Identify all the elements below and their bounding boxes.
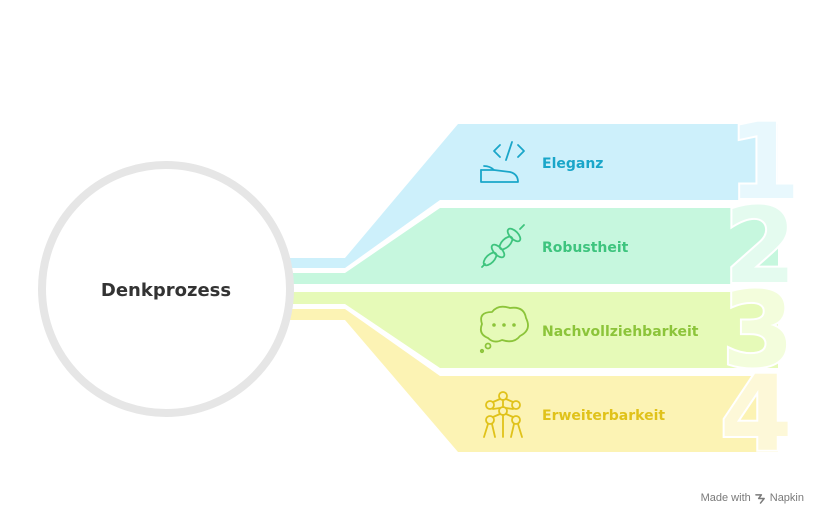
- step-number-4: 4: [720, 353, 792, 475]
- item-label-erweiterbarkeit: Erweiterbarkeit: [542, 408, 665, 424]
- step-number-1: 1: [728, 101, 800, 223]
- thought-bubble-icon: [479, 305, 529, 354]
- center-circle: [38, 161, 294, 417]
- chain-icon: [481, 224, 525, 268]
- funnel-band-eleganz: [285, 124, 778, 268]
- item-label-eleganz: Eleganz: [542, 156, 603, 172]
- step-number-2: 2: [724, 185, 796, 307]
- item-label-nachvollziehbarkeit: Nachvollziehbarkeit: [542, 324, 699, 340]
- item-label-robustheit: Robustheit: [542, 240, 629, 256]
- code-hand-icon: [480, 141, 525, 183]
- credit-prefix: Made with: [700, 492, 751, 504]
- napkin-logo-icon: [754, 493, 765, 504]
- funnel-band-nachvollziehbarkeit: [285, 292, 778, 368]
- credit-brand: Napkin: [769, 492, 804, 504]
- step-number-3: 3: [722, 269, 794, 391]
- funnel-band-robustheit: [285, 208, 778, 284]
- funnel-band-erweiterbarkeit: [285, 309, 778, 452]
- atomium-icon: [483, 391, 523, 438]
- made-with-credit[interactable]: Made with Napkin: [701, 492, 804, 504]
- center-label: Denkprozess: [101, 280, 231, 301]
